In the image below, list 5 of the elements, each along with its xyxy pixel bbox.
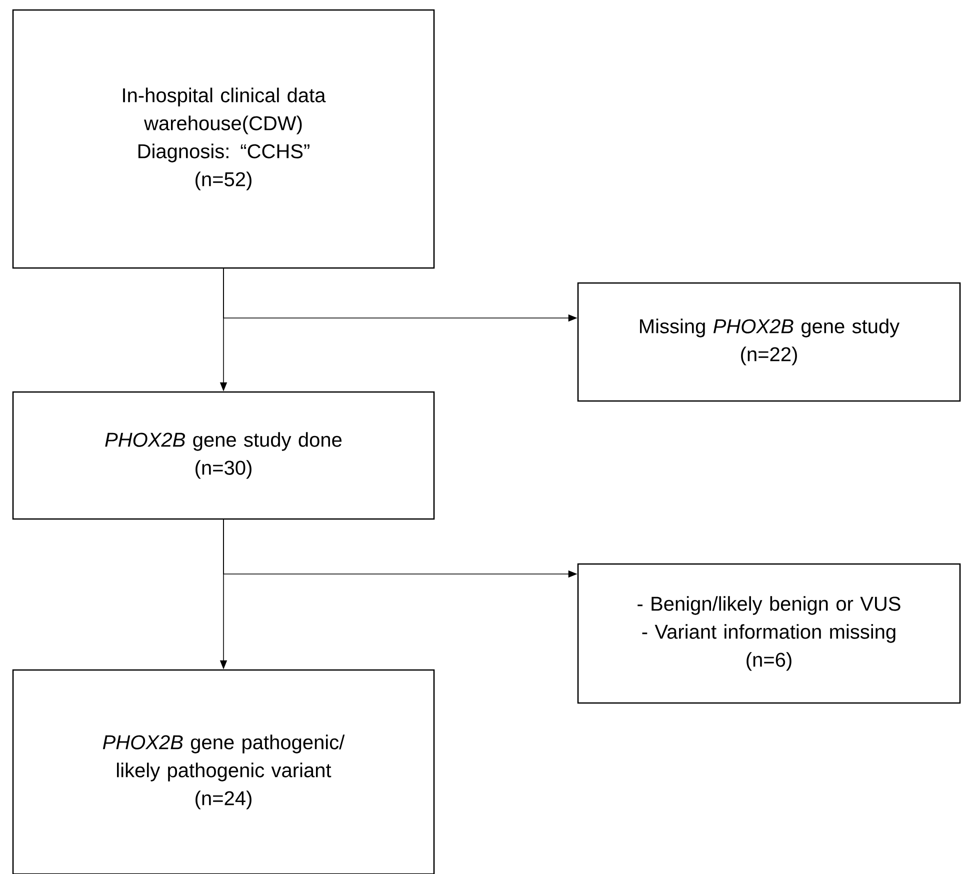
process-box: PHOX2B gene study done (n=30) bbox=[12, 391, 435, 520]
process-box: Missing PHOX2B gene study (n=22) bbox=[577, 282, 961, 402]
process-box: - Benign/likely benign or VUS - Variant information missing (n=6) bbox=[577, 563, 961, 704]
process-box: In-hospital clinical data warehouse(CDW) Diagnosis: “CCHS” (n=52) bbox=[12, 9, 435, 269]
process-box: PHOX2B gene pathogenic/ likely pathogenic variant (n=24) bbox=[12, 669, 435, 874]
